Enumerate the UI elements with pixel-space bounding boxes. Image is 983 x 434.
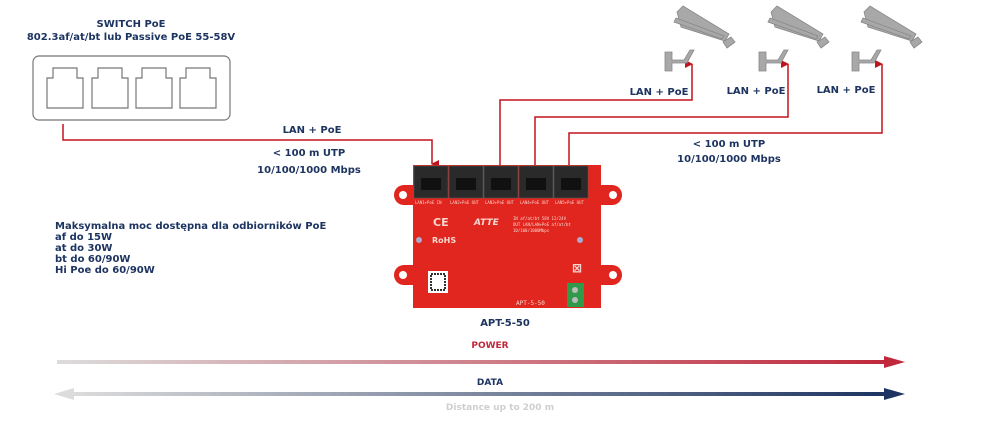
power-info-line: af do 15W [55,232,112,243]
device-spec: OUT LAN/LAN+PoE af/at/bt [513,222,571,227]
output-link-distance: < 100 m UTP [693,139,765,150]
poe-switch [32,55,231,121]
switch-subtitle: 802.3af/at/bt lub Passive PoE 55-58V [27,32,236,43]
data-label: DATA [477,378,503,388]
weee-icon: ⊠ [572,261,582,275]
device-spec: IN af/at/bt 58V 12/24V [513,216,567,221]
rohs-mark: RoHS [432,236,456,245]
camera-3-label: LAN + PoE [817,85,876,96]
output-link-speed: 10/100/1000 Mbps [677,154,781,165]
switch-port-3 [135,67,173,109]
device-name: APT-5-50 [480,318,530,329]
switch-title: SWITCH PoE [97,19,166,30]
qr-code [428,271,448,293]
output-cable-2 [534,60,789,166]
device-port-label: LAN1+PoE IN [415,200,442,205]
apt-5-50-device: LAN1+PoE IN LAN2+PoE OUT LAN3+PoE OUT LA… [394,165,622,308]
power-info: Maksymalna moc dostępna dla odbiorników … [55,220,326,276]
power-info-line: bt do 60/90W [55,254,130,265]
distance-label: Distance up to 200 m [446,403,554,413]
switch-port-2 [91,67,129,109]
camera-icon [851,5,923,72]
data-arrow [54,388,905,400]
switch-port-4 [179,67,217,109]
device-port-label: LAN3+PoE OUT [485,200,514,205]
switch-port-1 [46,67,84,109]
device-spec: 10/100/1000Mbps [513,228,550,233]
ce-mark: CE [433,216,449,229]
power-info-line: at do 30W [55,243,112,254]
device-port-label: LAN4+PoE OUT [520,200,549,205]
atte-logo: ATTE [473,218,500,228]
input-link-speed: 10/100/1000 Mbps [257,165,361,176]
output-cable-1 [499,60,693,166]
camera-2-label: LAN + PoE [727,86,786,97]
input-link-distance: < 100 m UTP [273,148,345,159]
device-port-label: LAN2+PoE OUT [450,200,479,205]
device-port-label: LAN5+PoE OUT [555,200,584,205]
power-terminal [567,283,584,307]
power-info-heading: Maksymalna moc dostępna dla odbiorników … [55,220,326,232]
output-cable-3 [568,60,883,166]
power-arrow [57,356,905,368]
input-link-label: LAN + PoE [283,125,342,136]
power-info-line: Hi Poe do 60/90W [55,265,155,276]
input-cable [62,124,439,168]
power-label: POWER [471,341,508,351]
camera-icon [758,5,830,72]
device-board-model: APT-5-50 [516,300,545,307]
camera-1-label: LAN + PoE [630,87,689,98]
camera-icon [664,5,736,72]
